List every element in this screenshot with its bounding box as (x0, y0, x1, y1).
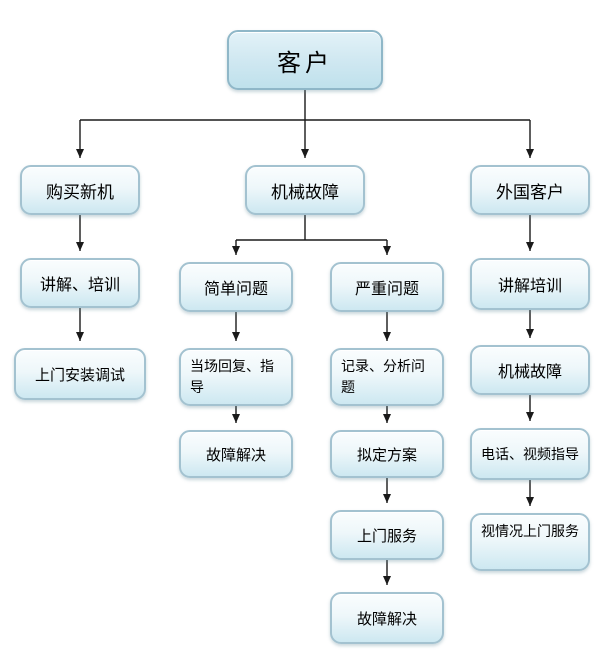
node-fault-resolved-2: 故障解决 (330, 592, 444, 644)
node-onsite-service-as-needed: 视情况上门服务 (470, 513, 590, 571)
node-mechanical-failure-2: 机械故障 (470, 345, 590, 395)
node-foreign-customer: 外国客户 (470, 165, 590, 215)
node-phone-video-guidance: 电话、视频指导 (470, 428, 590, 480)
node-onsite-install-debug: 上门安装调试 (14, 348, 146, 400)
node-draft-plan: 拟定方案 (330, 430, 444, 478)
node-fault-resolved-1: 故障解决 (179, 430, 293, 478)
node-simple-problem: 简单问题 (179, 262, 293, 312)
node-onsite-reply-guidance: 当场回复、指导 (179, 348, 293, 406)
node-explain-training: 讲解、培训 (20, 258, 140, 308)
node-explain-training-2: 讲解培训 (470, 258, 590, 310)
node-record-analyze-problem: 记录、分析问题 (330, 348, 444, 406)
node-buy-new-machine: 购买新机 (20, 165, 140, 215)
node-customer: 客户 (227, 30, 383, 90)
node-onsite-service: 上门服务 (330, 510, 444, 560)
node-mechanical-failure: 机械故障 (245, 165, 365, 215)
node-serious-problem: 严重问题 (330, 262, 444, 312)
